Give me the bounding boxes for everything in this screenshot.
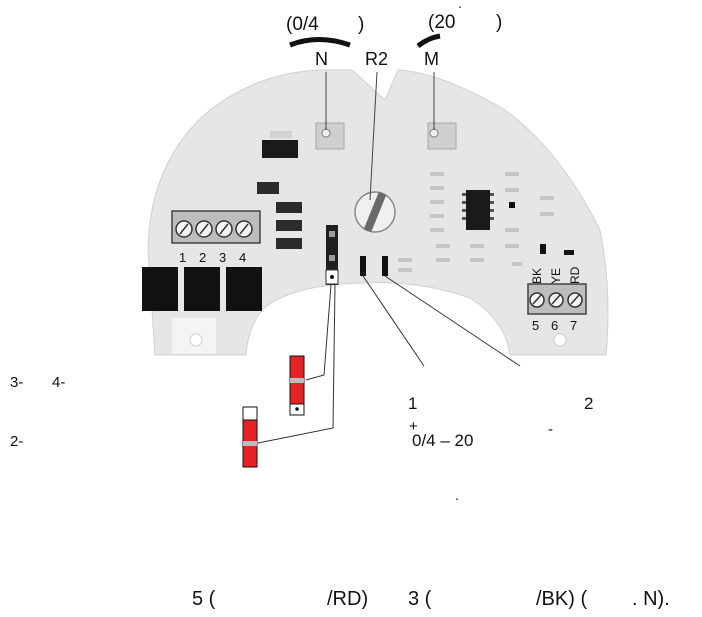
wire-color-rd: RD	[568, 266, 582, 284]
footer-note: 5 ( /RD) 3 ( /BK) ( . N).	[0, 588, 702, 616]
jumper-label-2: 2-	[10, 433, 23, 450]
top-dot: .	[458, 0, 462, 11]
jumper-3-4-band	[290, 378, 304, 383]
pot-m-screw	[429, 128, 439, 138]
jumper-header-pin	[329, 255, 335, 261]
terminal-screw-slots	[532, 294, 580, 305]
pot-n-screw	[321, 128, 331, 138]
wire-color-ye: YE	[549, 268, 563, 284]
footer-part-1: 5 (	[192, 588, 216, 610]
footer-part-4: /BK) (	[536, 588, 588, 610]
connector-block	[226, 267, 262, 311]
connector-block	[184, 267, 220, 311]
connector-block	[142, 267, 178, 311]
component-smd	[540, 244, 546, 254]
wire-color-bk: BK	[530, 268, 544, 284]
pot-label-m: M	[424, 49, 439, 69]
jumper-3-4-dot	[295, 407, 299, 411]
footer-part-5: . N).	[632, 588, 670, 610]
range-high-label: (20	[428, 12, 455, 33]
terminal-label-3: 3	[219, 250, 226, 265]
callout-line-1	[362, 275, 425, 367]
terminal-label-7: 7	[570, 318, 577, 333]
range-low-label: (0/4	[286, 14, 319, 35]
mid-dot: .	[455, 487, 459, 503]
component-pads	[398, 172, 554, 272]
component-smd	[509, 202, 515, 208]
test-point-2	[382, 256, 388, 276]
terminal-label-4: 4	[239, 250, 246, 265]
rotate-arrow-left-icon	[289, 37, 351, 48]
jumper-leader-3-4	[305, 284, 332, 381]
footer-part-2: /RD)	[327, 588, 369, 610]
jumper-label-3-4-a: 3-	[10, 374, 23, 391]
component-smd	[564, 250, 574, 255]
current-range-label: 0/4 – 20	[412, 431, 473, 450]
terminal-label-5: 5	[532, 318, 539, 333]
component-resistor	[276, 202, 302, 213]
callout-label-2: 2	[584, 394, 593, 413]
component-resistor	[276, 238, 302, 249]
component-pad	[270, 131, 292, 138]
component-block	[262, 140, 298, 158]
pot-n	[315, 122, 345, 150]
footer-part-3: 3 (	[408, 588, 432, 610]
pot-label-n: N	[315, 49, 328, 69]
range-low-close: )	[358, 14, 364, 35]
pot-r2-slot	[363, 191, 387, 233]
component-ic-pins	[462, 193, 494, 220]
jumper-2-top	[242, 406, 258, 421]
jumper-header-dot	[330, 275, 334, 279]
jumper-leader-2	[257, 284, 336, 444]
callout-line-2	[384, 275, 521, 367]
component-ic	[466, 190, 490, 230]
terminal-label-6: 6	[551, 318, 558, 333]
component-resistor	[257, 182, 279, 194]
component-resistor	[276, 220, 302, 231]
callout-label-1: 1	[408, 394, 417, 413]
jumper-2-band	[243, 441, 257, 446]
terminal-label-2: 2	[199, 250, 206, 265]
terminal-label-1: 1	[179, 250, 186, 265]
rotate-arrow-right-icon	[416, 33, 441, 48]
test-point-1	[360, 256, 366, 276]
pcb-mount-hole-right	[553, 333, 567, 347]
jumper-label-3-4-b: 4-	[52, 374, 65, 391]
terminal-screw-slots	[179, 223, 249, 235]
leader-line-r2	[369, 71, 378, 201]
plus-sign: +	[409, 418, 418, 435]
jumper-header-pin	[329, 231, 335, 237]
pot-label-r2: R2	[365, 49, 388, 69]
minus-sign: -	[548, 421, 553, 438]
range-high-close: )	[496, 12, 502, 33]
pcb-mount-hole-left	[189, 333, 203, 347]
